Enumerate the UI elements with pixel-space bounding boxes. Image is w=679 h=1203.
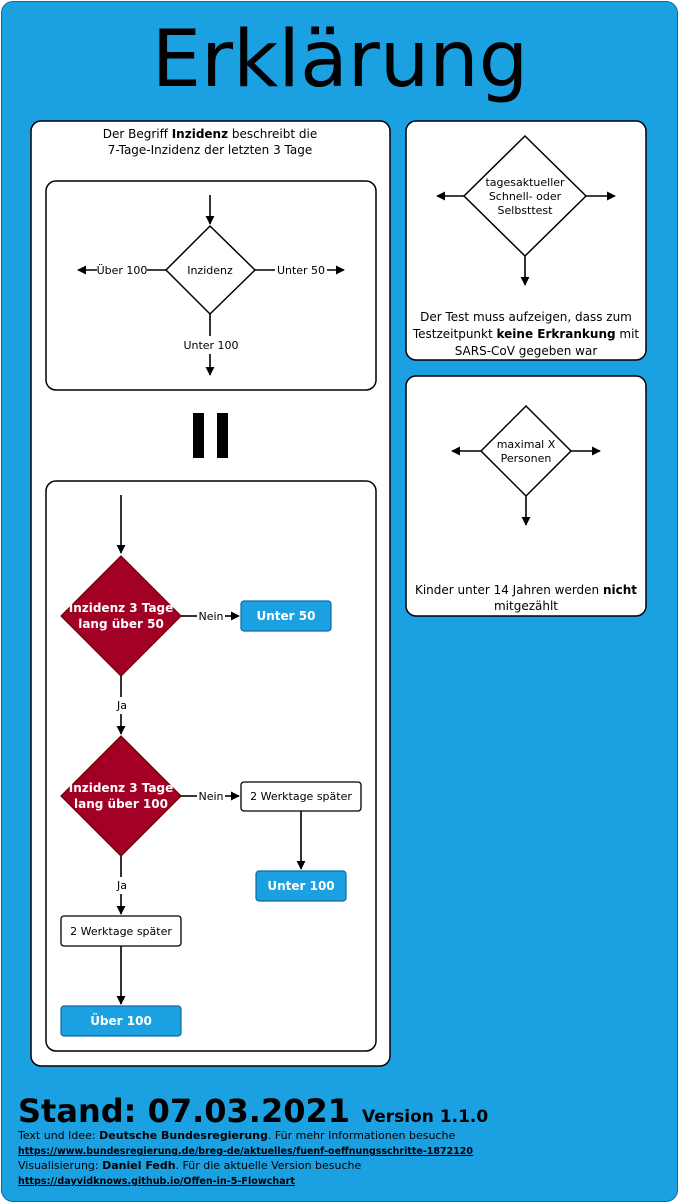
under-100-label: Unter 100 <box>183 339 238 352</box>
result-over-100-label: Über 100 <box>90 1013 152 1028</box>
persons-desc-line-1: Kinder unter 14 Jahren werden nicht <box>415 583 637 597</box>
no-label-1: Nein <box>198 610 223 623</box>
decision-over-100-line-1: Inzidenz 3 Tage <box>69 781 174 795</box>
footer-link-bundesregierung[interactable]: https://www.bundesregierung.de/breg-de/a… <box>18 1146 473 1157</box>
result-under-100-label: Unter 100 <box>267 879 334 893</box>
test-desc-line-2: Testzeitpunkt keine Erkrankung mit <box>412 327 640 341</box>
test-desc-line-3: SARS-CoV gegeben war <box>455 344 598 358</box>
test-desc-line-1: Der Test muss aufzeigen, dass zum <box>420 310 632 324</box>
footer-link-github[interactable]: https://dayvidknows.github.io/Offen-in-5… <box>18 1176 295 1187</box>
decision-over-100-line-2: lang über 100 <box>74 797 168 811</box>
under-50-label: Unter 50 <box>277 264 325 277</box>
equals-bar-right <box>217 413 228 458</box>
result-over-100-box <box>60 1005 182 1037</box>
footer-credit-line-2: Visualisierung: Daniel Fedh. Für die akt… <box>18 1159 362 1172</box>
result-under-50-box <box>240 600 332 632</box>
over-100-label: Über 100 <box>97 264 148 277</box>
persons-diamond-line-2: Personen <box>501 452 552 465</box>
persons-desc-line-2: mitgezählt <box>494 599 558 613</box>
no-label-2: Nein <box>198 790 223 803</box>
result-under-100-box <box>255 870 347 902</box>
wait-2-days-left-label: 2 Werktage später <box>70 925 172 938</box>
equals-bar-left <box>193 413 204 458</box>
incidence-intro-line-2: 7-Tage-Inzidenz der letzten 3 Tage <box>108 143 313 157</box>
incidence-diamond-label: Inzidenz <box>187 264 233 277</box>
incidence-intro-line-1: Der Begriff Inzidenz beschreibt die <box>103 127 317 141</box>
test-diamond-line-3: Selbsttest <box>498 204 554 217</box>
wait-2-days-right-label: 2 Werktage später <box>250 790 352 803</box>
result-under-50-label: Unter 50 <box>257 609 316 623</box>
persons-diamond-line-1: maximal X <box>497 438 556 451</box>
yes-label-1: Ja <box>116 699 127 712</box>
yes-label-2: Ja <box>116 879 127 892</box>
test-diamond-line-1: tagesaktueller <box>485 176 565 189</box>
test-diamond-line-2: Schnell- oder <box>489 190 562 203</box>
footer-credit-line-1: Text und Idee: Deutsche Bundesregierung.… <box>17 1129 455 1142</box>
decision-over-50-line-2: lang über 50 <box>78 617 164 631</box>
page-title: Erklärung <box>152 15 528 105</box>
decision-over-50-line-1: Inzidenz 3 Tage <box>69 601 174 615</box>
